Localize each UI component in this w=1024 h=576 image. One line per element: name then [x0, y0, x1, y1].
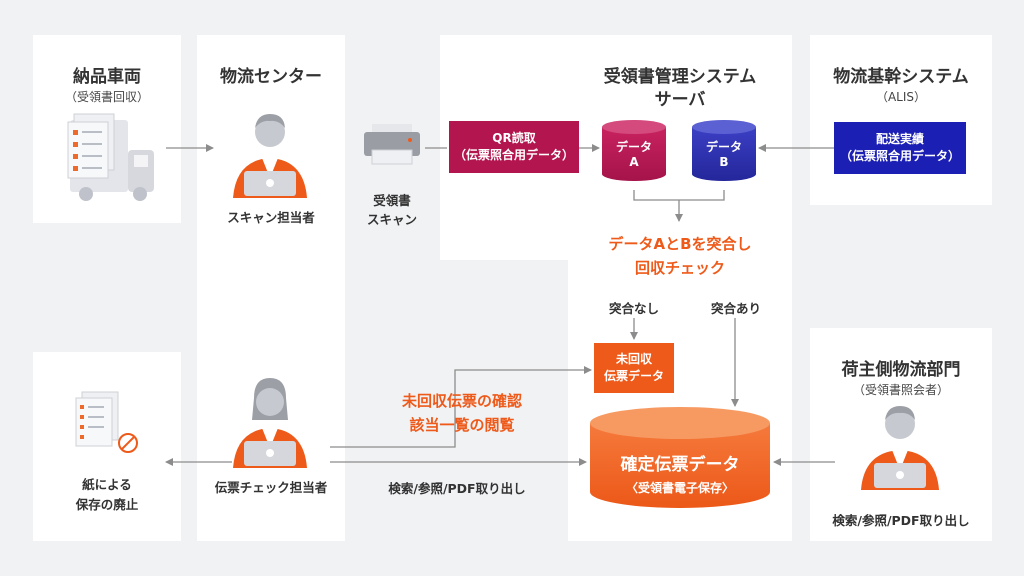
paper-line1: 紙による: [82, 477, 132, 492]
confirm-text: 未回収伝票の確認 該当一覧の閲覧: [372, 389, 552, 437]
database-a-icon: [602, 120, 666, 181]
vehicle-title: 納品車両: [73, 67, 141, 87]
no-match-label: 突合なし: [608, 301, 659, 316]
printer-icon: [364, 124, 420, 165]
unrecovered-line2: 伝票データ: [603, 369, 664, 383]
scanner-label: スキャン担当者: [227, 210, 315, 225]
match-line1: データAとBを突合し: [608, 235, 752, 253]
male-scanner-person-icon: [233, 114, 307, 198]
paper-prohibited-icon: [75, 391, 138, 453]
final-database-icon: [590, 407, 770, 508]
alis-title: 物流基幹システム: [833, 67, 969, 87]
shipper-title: 荷主側物流部門: [841, 360, 961, 380]
vehicle-subtitle: （受領書回収）: [64, 90, 149, 104]
bracket-db-a-b: [633, 190, 725, 201]
printer-label: 受領書 スキャン: [352, 191, 432, 229]
center-search-label: 検索/参照/PDF取り出し: [388, 481, 526, 496]
shipper-subtitle: （受領書照会者）: [852, 383, 949, 397]
female-checker-person-icon: [233, 378, 307, 468]
arrow-checker-to-unrecovered: [330, 366, 592, 448]
final-db-line1: 確定伝票データ: [620, 455, 740, 475]
delivery-record-line2: （伝票照合用データ）: [839, 149, 960, 163]
delivery-record-line1: 配送実績: [875, 132, 924, 146]
match-line2: 回収チェック: [634, 259, 725, 277]
qr-read-box: [449, 121, 579, 173]
db-a-line2: A: [629, 155, 639, 169]
printer-label-line1: 受領書: [373, 193, 411, 208]
delivery-record-box: [834, 122, 966, 174]
final-db-line2: 〈受領書電子保存〉: [625, 481, 734, 495]
qr-line1: QR読取: [492, 131, 536, 145]
confirm-line2: 該当一覧の閲覧: [409, 416, 515, 434]
checker-label: 伝票チェック担当者: [214, 480, 328, 495]
system-title-line2: サーバ: [654, 90, 706, 110]
db-a-label: データ A: [602, 137, 666, 173]
shipper-search-label: 検索/参照/PDF取り出し: [832, 513, 970, 528]
qr-read-text: QR読取 （伝票照合用データ）: [449, 121, 579, 173]
delivery-record-text: 配送実績 （伝票照合用データ）: [834, 122, 966, 174]
db-a-line1: データ: [615, 140, 652, 154]
db-b-line1: データ: [705, 140, 742, 154]
confirm-line1: 未回収伝票の確認: [401, 392, 522, 410]
system-title-line1: 受領書管理システム: [603, 67, 757, 87]
database-b-icon: [692, 120, 756, 181]
match-check-text: データAとBを突合し 回収チェック: [568, 232, 792, 280]
unrecovered-text: 未回収 伝票データ: [594, 343, 674, 393]
paper-line2: 保存の廃止: [75, 497, 139, 512]
unrecovered-box: [594, 343, 674, 393]
qr-line2: （伝票照合用データ）: [453, 148, 574, 162]
paper-label: 紙による 保存の廃止: [33, 475, 181, 515]
shipper-person-icon: [861, 406, 939, 490]
truck-icon: [67, 113, 154, 201]
has-match-label: 突合あり: [710, 301, 761, 316]
db-b-line2: B: [719, 155, 729, 169]
alis-panel: [810, 35, 992, 205]
alis-subtitle: （ALIS）: [875, 90, 927, 104]
printer-label-line2: スキャン: [366, 212, 417, 227]
center-title: 物流センター: [220, 67, 322, 87]
db-b-label: データ B: [692, 137, 756, 173]
unrecovered-line1: 未回収: [615, 352, 652, 366]
